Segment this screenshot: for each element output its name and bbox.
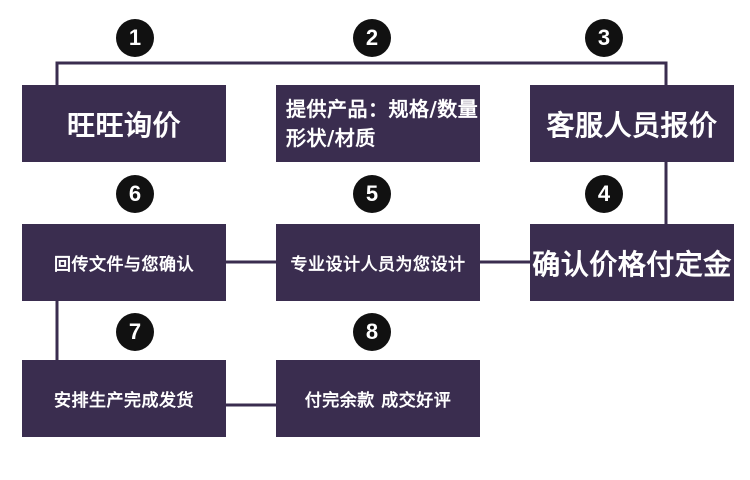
top-connector — [55, 61, 668, 85]
step-number-8: 8 — [353, 313, 391, 351]
step-label-7: 安排生产完成发货 — [54, 391, 194, 411]
step-number-1: 1 — [116, 19, 154, 57]
step-label-8: 付完余款 成交好评 — [304, 391, 452, 411]
step-label-4: 确认价格付定金 — [532, 247, 732, 281]
step-number-2: 2 — [353, 19, 391, 57]
step-box-5: 专业设计人员为您设计 — [276, 224, 480, 301]
step-number-4: 4 — [585, 175, 623, 213]
step-number-7: 7 — [116, 313, 154, 351]
step-box-8: 付完余款 成交好评 — [276, 360, 480, 437]
step-box-4: 确认价格付定金 — [530, 224, 734, 301]
step-number-6: 6 — [116, 175, 154, 213]
step-label-3: 客服人员报价 — [546, 108, 718, 142]
step-box-1: 旺旺询价 — [22, 85, 226, 162]
step-label-2: 提供产品：规格/数量 形状/材质 — [286, 96, 479, 150]
step-number-5: 5 — [353, 175, 391, 213]
step-label-1: 旺旺询价 — [66, 108, 181, 142]
step-box-6: 回传文件与您确认 — [22, 224, 226, 301]
step-number-3: 3 — [585, 19, 623, 57]
step-box-2: 提供产品：规格/数量 形状/材质 — [276, 85, 480, 162]
step-box-3: 客服人员报价 — [530, 85, 734, 162]
step-box-7: 安排生产完成发货 — [22, 360, 226, 437]
step-label-6: 回传文件与您确认 — [54, 255, 194, 275]
step-label-5: 专业设计人员为您设计 — [290, 255, 466, 275]
